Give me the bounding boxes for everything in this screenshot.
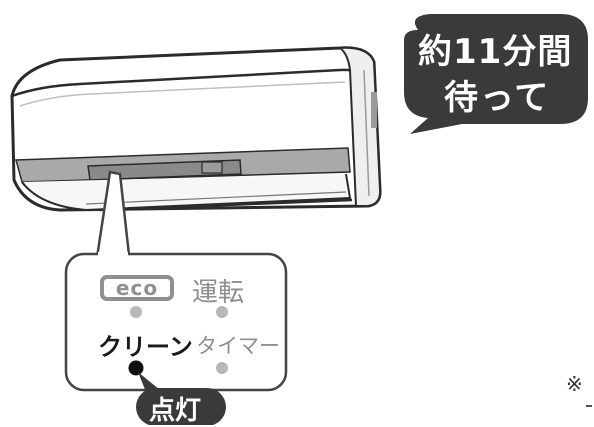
eco-lamp xyxy=(130,306,142,318)
clean-lamp xyxy=(128,360,144,376)
lit-label: 点灯 xyxy=(149,396,202,426)
note-dash xyxy=(586,405,592,407)
callout-line-2: 待って xyxy=(444,78,551,118)
air-conditioner-unit xyxy=(10,46,382,212)
side-vent xyxy=(371,92,377,128)
timer-label: タイマー xyxy=(196,334,280,358)
lit-label-bubble xyxy=(136,372,226,425)
run-lamp xyxy=(216,306,228,318)
clean-label: クリーン xyxy=(98,333,193,361)
eco-label: eco xyxy=(100,275,174,301)
timer-lamp xyxy=(216,362,228,374)
louver xyxy=(21,173,352,212)
callout-line-1: 約11分間 xyxy=(418,32,573,72)
note-mark: ※ xyxy=(566,372,583,396)
receiver-window xyxy=(201,161,223,174)
run-label: 運転 xyxy=(192,278,245,308)
speech-bubble xyxy=(404,14,588,134)
panel-zoom-box xyxy=(64,252,288,392)
